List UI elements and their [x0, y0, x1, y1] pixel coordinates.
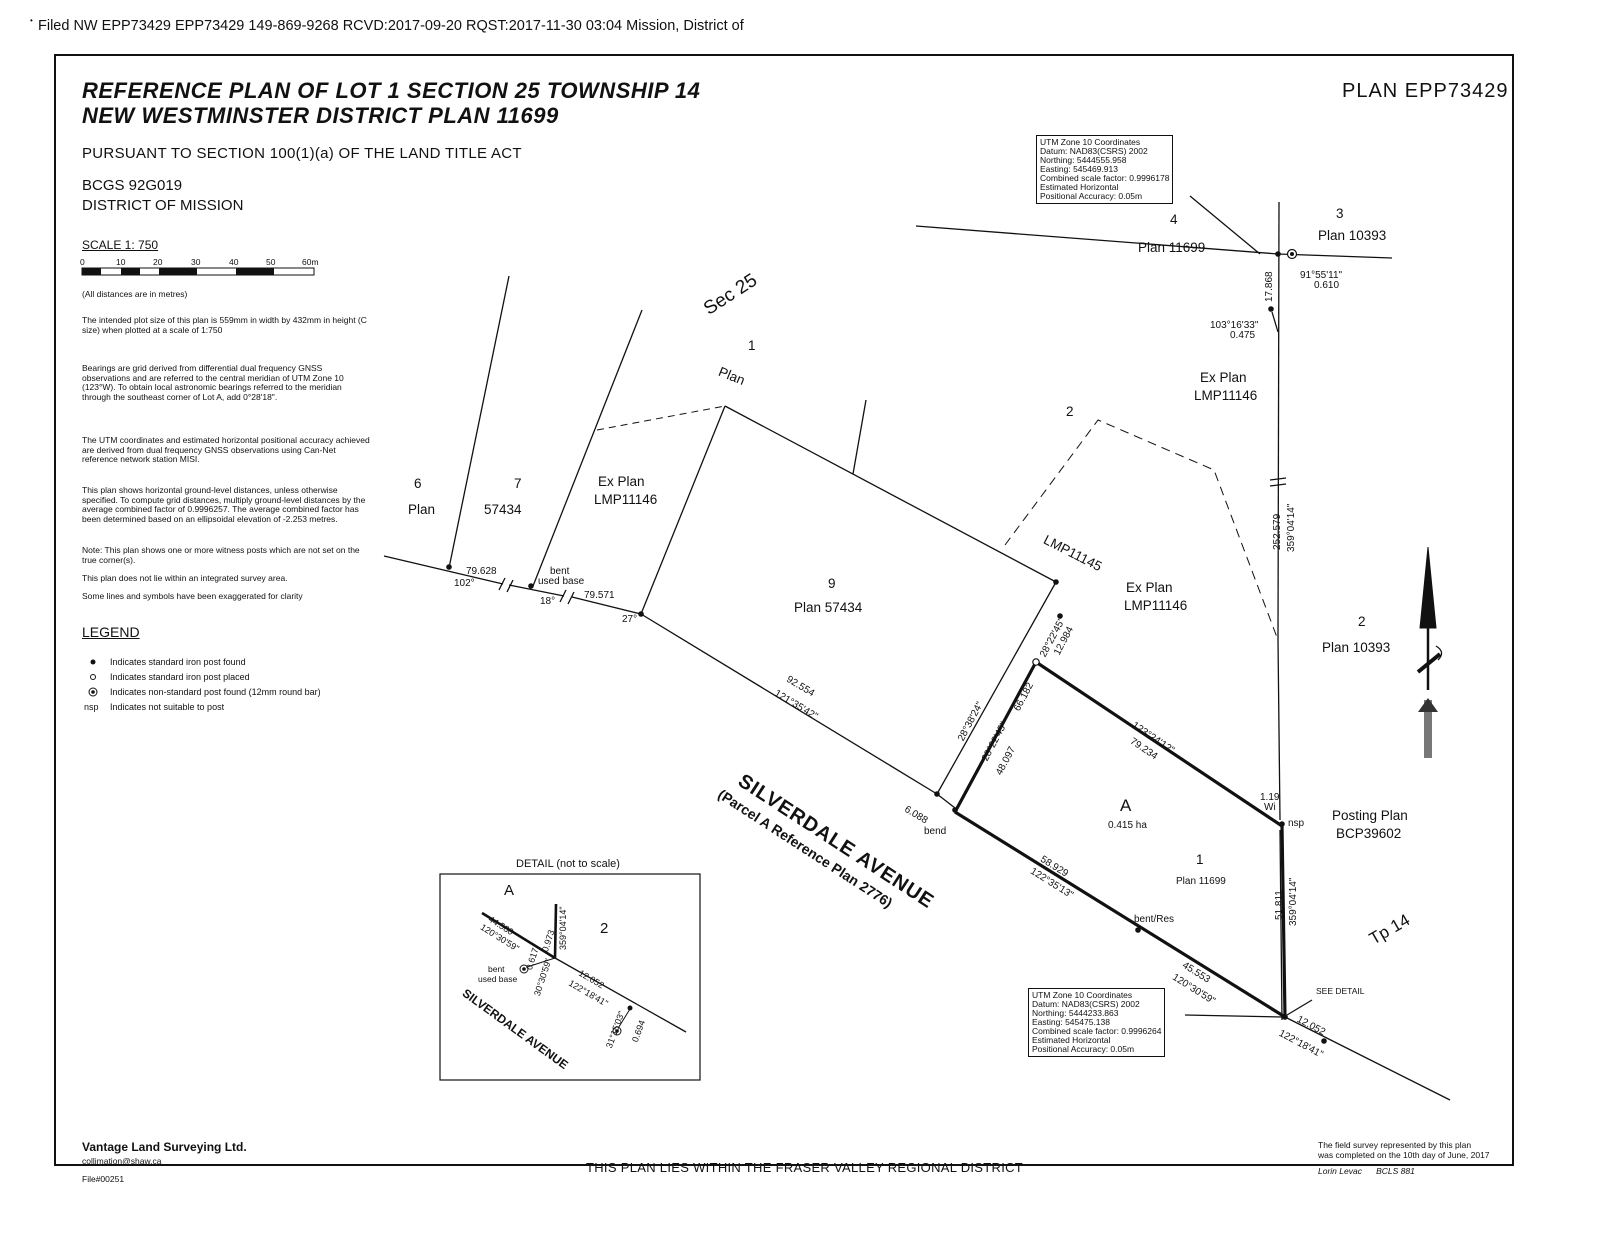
dim-102: 102° — [454, 578, 475, 589]
lot-2-top-number: 2 — [1066, 404, 1074, 419]
note-bearings: Bearings are grid derived from different… — [82, 363, 344, 402]
note-plot-size: The intended plot size of this plan is 5… — [82, 315, 367, 335]
company-name: Vantage Land Surveying Ltd. — [82, 1140, 247, 1154]
dim-18: 18° — [540, 596, 556, 607]
lot-9-number: 9 — [828, 576, 836, 591]
lot-2-right-plan: Plan 10393 — [1322, 640, 1391, 655]
dim-bearing-359b: 359°04'14" — [1286, 503, 1297, 552]
plan-number: PLAN EPP73429 — [1342, 80, 1509, 102]
dim-27: 27° — [622, 614, 638, 625]
legend-item-placed: Indicates standard iron post placed — [110, 672, 250, 682]
survey-note-line-2: was completed on the 10th day of June, 2… — [1318, 1150, 1490, 1160]
lot-a-area: 0.415 ha — [1108, 820, 1147, 831]
dim-bearing-359a: 359°04'14" — [1288, 877, 1299, 926]
pursuant-line: PURSUANT TO SECTION 100(1)(a) OF THE LAN… — [82, 145, 522, 162]
see-detail-label: SEE DETAIL — [1316, 986, 1365, 996]
lot-4-plan: Plan 11699 — [1138, 240, 1206, 255]
file-number: File#00251 — [82, 1174, 125, 1184]
distances-note: (All distances are in metres) — [82, 289, 188, 299]
ex-plan-left: Ex Plan — [598, 474, 645, 489]
dim-wi: Wi — [1264, 802, 1276, 813]
dim-17868: 17.868 — [1264, 271, 1275, 302]
dim-79571: 79.571 — [584, 590, 615, 601]
surveyor-signature: Lorin Levac BCLS 881 — [1318, 1166, 1415, 1176]
posting-plan-no: BCP39602 — [1336, 826, 1402, 841]
bcgs-line: BCGS 92G019 — [82, 177, 183, 194]
scale-tick-40: 40 — [229, 257, 239, 267]
scale-tick-20: 20 — [153, 257, 163, 267]
company-email: collimation@shaw.ca — [82, 1156, 162, 1166]
legend-item-nsp: Indicates not suitable to post — [110, 702, 225, 712]
dim-0475: 0.475 — [1230, 330, 1256, 341]
ex-plan-mid: Ex Plan — [1126, 580, 1173, 595]
legend-item-found: Indicates standard iron post found — [110, 657, 246, 667]
legend-item-nonstandard: Indicates non-standard post found (12mm … — [110, 687, 321, 697]
dim-nsp: nsp — [1288, 818, 1305, 829]
lot-a-label: A — [1120, 796, 1132, 815]
dim-used-base: used base — [538, 576, 585, 587]
lot-7-plan: 57434 — [484, 502, 522, 517]
dim-252579: 252.579 — [1272, 513, 1283, 550]
corner-mark: • — [30, 16, 33, 25]
detail-title: DETAIL (not to scale) — [516, 858, 620, 870]
ex-plan-mid-no: LMP11146 — [1124, 598, 1188, 613]
dim-bearing-91: 91°55'11" — [1300, 270, 1343, 281]
lot-6-number: 6 — [414, 476, 422, 491]
dim-119: 1.19 — [1260, 792, 1280, 803]
dim-79628: 79.628 — [466, 566, 497, 577]
lot-6-plan: Plan — [408, 502, 436, 517]
survey-note-line-1: The field survey represented by this pla… — [1318, 1140, 1472, 1150]
dim-bearing-103: 103°16'33" — [1210, 320, 1259, 331]
title-line-1: REFERENCE PLAN OF LOT 1 SECTION 25 TOWNS… — [82, 78, 701, 103]
lot-3-number: 3 — [1336, 206, 1344, 221]
scale-tick-30: 30 — [191, 257, 201, 267]
detail-lot-a: A — [504, 882, 515, 899]
lot-9-plan: Plan 57434 — [794, 600, 863, 615]
fvrd-statement: THIS PLAN LIES WITHIN THE FRASER VALLEY … — [586, 1160, 1024, 1175]
legend-symbols — [88, 659, 98, 697]
plan-frame — [54, 54, 1514, 1166]
note-witness: Note: This plan shows one or more witnes… — [82, 545, 360, 565]
district-line: DISTRICT OF MISSION — [82, 197, 244, 214]
ex-plan-left-no: LMP11146 — [594, 492, 658, 507]
lot-1-top-number: 1 — [748, 338, 756, 353]
lot-1-bottom-number: 1 — [1196, 852, 1204, 867]
dim-bend: bend — [924, 826, 947, 837]
dim-bent-res: bent/Res — [1134, 914, 1175, 925]
detail-lot-2: 2 — [600, 920, 609, 937]
lot-2-right-number: 2 — [1358, 614, 1366, 629]
dim-bent: bent — [550, 566, 570, 577]
dim-51811: 51.811 — [1274, 890, 1285, 920]
legend-nsp-symbol: nsp — [84, 702, 99, 712]
scale-tick-60: 60m — [302, 257, 319, 267]
detail-bent: bent — [488, 964, 505, 974]
scale-label: SCALE 1: 750 — [82, 238, 159, 252]
lot-7-number: 7 — [514, 476, 522, 491]
posting-plan: Posting Plan — [1332, 808, 1408, 823]
title-line-2: NEW WESTMINSTER DISTRICT PLAN 11699 — [82, 103, 559, 128]
legend-heading: LEGEND — [82, 624, 140, 640]
note-exaggerated: Some lines and symbols have been exagger… — [82, 591, 303, 601]
lot-3-plan: Plan 10393 — [1318, 228, 1387, 243]
ex-plan-right: Ex Plan — [1200, 370, 1247, 385]
detail-used-base: used base — [478, 974, 518, 984]
ex-plan-right-no: LMP11146 — [1194, 388, 1258, 403]
scale-tick-0: 0 — [80, 257, 85, 267]
note-integrated: This plan does not lie within an integra… — [82, 573, 288, 583]
lot-1-bottom-plan: Plan 11699 — [1176, 876, 1226, 887]
detail-bearing-359: 359°04'14" — [558, 906, 568, 950]
scale-tick-10: 10 — [116, 257, 126, 267]
lot-4-number: 4 — [1170, 212, 1178, 227]
scale-tick-50: 50 — [266, 257, 276, 267]
note-utm: The UTM coordinates and estimated horizo… — [82, 435, 370, 464]
dim-0610: 0.610 — [1314, 280, 1340, 291]
note-distances: This plan shows horizontal ground-level … — [82, 485, 366, 524]
filed-header: Filed NW EPP73429 EPP73429 149-869-9268 … — [38, 18, 744, 34]
